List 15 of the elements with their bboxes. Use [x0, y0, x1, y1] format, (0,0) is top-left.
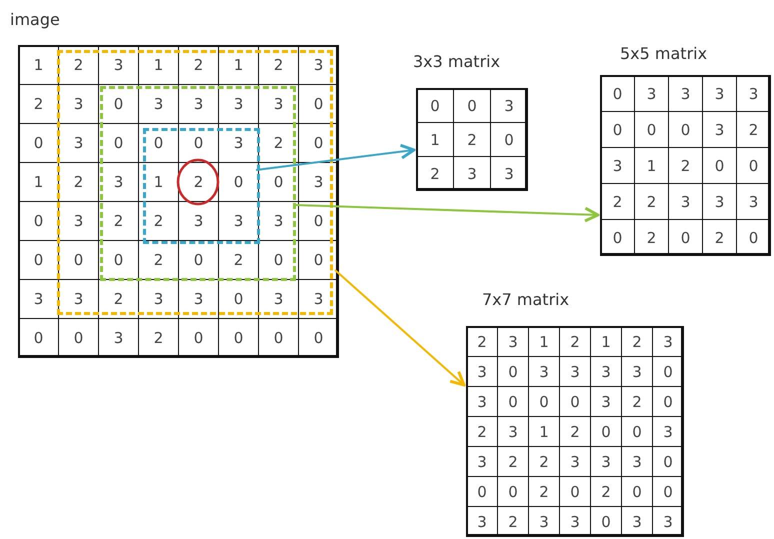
arrow: [294, 204, 600, 222]
matrix-figure: [413, 52, 527, 190]
matrix-title: 3x3 matrix: [413, 52, 500, 71]
number-cell: 0: [298, 318, 339, 358]
matrix-title: 7x7 matrix: [482, 290, 570, 309]
dashed-region: [143, 128, 260, 244]
matrix-title: image: [10, 10, 60, 29]
dashed-region: [57, 50, 333, 315]
arrow: [256, 144, 416, 171]
arrow: [334, 269, 466, 386]
matrix-title: 5x5 matrix: [620, 44, 708, 63]
dashed-region: [100, 86, 296, 281]
number-cell: 3: [652, 506, 684, 537]
number-cell: 0: [736, 219, 771, 256]
number-cell: 3: [490, 156, 528, 191]
